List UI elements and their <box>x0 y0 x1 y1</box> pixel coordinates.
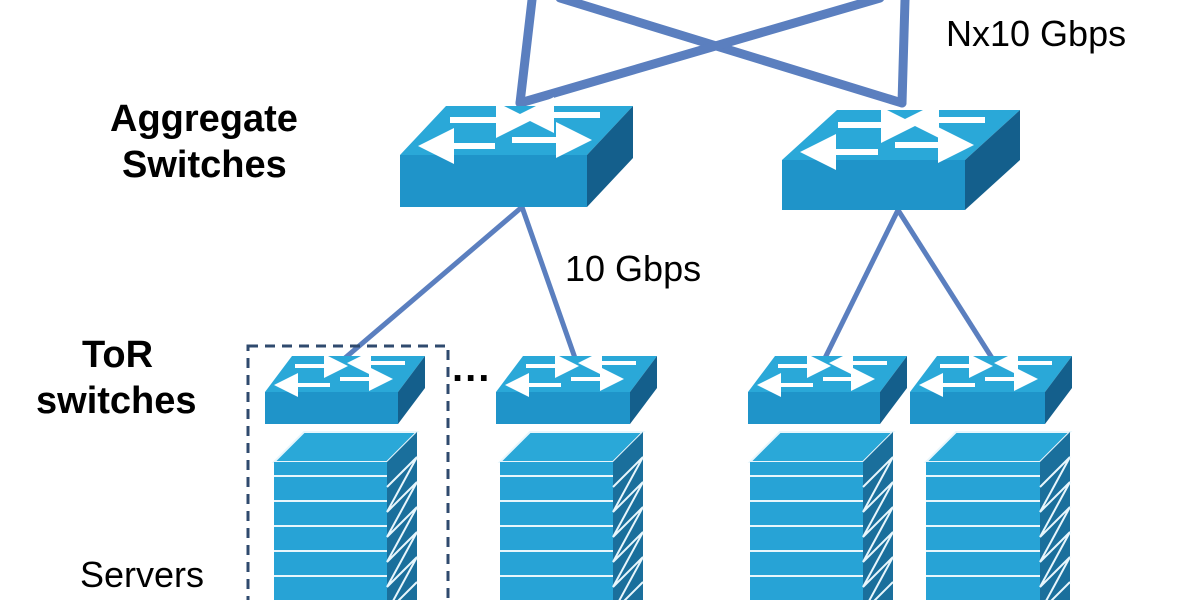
link-speed-label: 10 Gbps <box>565 248 702 289</box>
switch-arrows-icon <box>800 102 985 170</box>
tor-switch-3 <box>748 351 907 424</box>
tor-switches-label: ToR switches <box>36 332 197 424</box>
rack-dashed-outline <box>246 344 450 605</box>
uplink-speed-label: Nx10 Gbps <box>946 13 1127 54</box>
server-rack-4 <box>923 431 1073 605</box>
link-agg2-tor3 <box>822 208 901 360</box>
aggregate-label-line1: Aggregate <box>110 98 298 140</box>
link-agg2-tor4 <box>895 208 995 360</box>
link-agg1-tor2 <box>519 206 578 359</box>
aggregate-switch-2 <box>782 102 1020 210</box>
tor-switch-1 <box>265 351 425 424</box>
server-rack-1 <box>271 431 420 605</box>
agg-tor-links <box>343 205 995 360</box>
aggregate-label-line2: Switches <box>122 144 287 186</box>
servers-label: Servers <box>80 554 205 595</box>
aggregate-switches-label: Aggregate Switches <box>110 96 298 188</box>
uplink-cross-right-to-left <box>515 0 885 108</box>
ellipsis-label: ... <box>452 346 492 390</box>
aggregate-switch-1 <box>400 97 633 207</box>
uplink-right-vertical <box>897 0 910 108</box>
core-uplinks <box>515 0 910 108</box>
tor-label-line2: switches <box>36 380 197 422</box>
tor-switch-2 <box>496 351 657 424</box>
server-rack-2 <box>497 431 646 605</box>
link-agg1-tor1 <box>343 205 524 360</box>
tor-switch-4 <box>910 351 1072 424</box>
switch-arrows-icon <box>274 351 405 397</box>
uplink-cross-left-to-right <box>555 0 907 108</box>
switch-arrows-icon <box>505 351 636 397</box>
tor-label-line1: ToR <box>82 334 154 376</box>
switch-arrows-icon <box>919 351 1052 397</box>
server-rack-3 <box>747 431 896 605</box>
switch-arrows-icon <box>757 351 887 397</box>
uplink-left-vertical <box>515 0 537 108</box>
switch-arrows-icon <box>418 97 600 164</box>
